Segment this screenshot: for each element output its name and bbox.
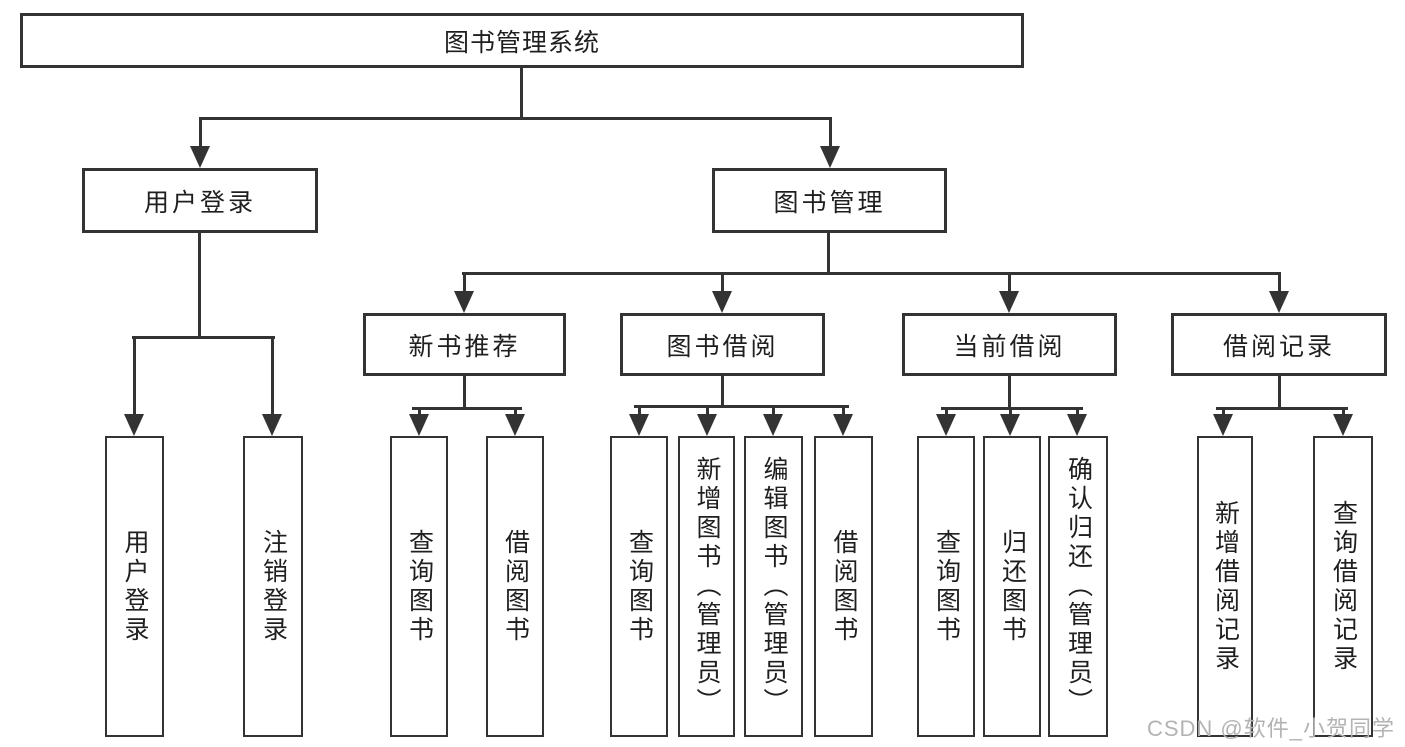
leaf-add-books-admin: 新增图书（管理员） bbox=[678, 436, 735, 737]
arrow-down-icon bbox=[629, 405, 650, 436]
arrow-down-icon bbox=[409, 407, 430, 436]
arrow-down-icon bbox=[505, 407, 526, 436]
arrow-down-icon bbox=[936, 407, 957, 436]
connector-book-borrow-stem bbox=[721, 376, 724, 407]
leaf-query-books-borrow: 查询图书 bbox=[610, 436, 668, 737]
watermark-text: CSDN @软件_小贺同学 bbox=[1146, 716, 1395, 741]
arrow-down-icon bbox=[454, 272, 475, 313]
leaf-borrow-books-recommend: 借阅图书 bbox=[486, 436, 544, 737]
arrow-down-icon bbox=[712, 272, 733, 313]
arrow-down-icon bbox=[697, 405, 718, 436]
node-book-management: 图书管理 bbox=[712, 168, 947, 233]
connector-root-bar bbox=[199, 117, 832, 120]
leaf-add-borrow-record: 新增借阅记录 bbox=[1197, 436, 1253, 737]
leaf-confirm-return-admin: 确认归还（管理员） bbox=[1048, 436, 1108, 737]
connector-book-mgmt-bar bbox=[462, 272, 1281, 275]
leaf-borrow-books: 借阅图书 bbox=[814, 436, 873, 737]
leaf-edit-books-admin: 编辑图书（管理员） bbox=[744, 436, 803, 737]
node-book-borrow: 图书借阅 bbox=[620, 313, 825, 376]
arrow-down-icon bbox=[999, 272, 1020, 313]
leaf-user-login: 用户登录 bbox=[105, 436, 164, 737]
leaf-query-books-recommend: 查询图书 bbox=[390, 436, 448, 737]
node-current-borrow: 当前借阅 bbox=[902, 313, 1117, 376]
arrow-down-icon bbox=[124, 336, 145, 436]
connector-new-book-bar bbox=[412, 407, 522, 410]
connector-borrow-records-bar bbox=[1216, 407, 1348, 410]
arrow-down-icon bbox=[820, 117, 841, 168]
arrow-down-icon bbox=[1333, 407, 1354, 436]
arrow-down-icon bbox=[262, 336, 283, 436]
node-user-login: 用户登录 bbox=[82, 168, 318, 233]
connector-root-stem bbox=[520, 68, 523, 118]
leaf-query-books-current: 查询图书 bbox=[917, 436, 975, 737]
arrow-down-icon bbox=[1067, 407, 1088, 436]
arrow-down-icon bbox=[833, 405, 854, 436]
connector-current-borrow-stem bbox=[1008, 376, 1011, 410]
connector-new-book-stem bbox=[463, 376, 466, 409]
connector-user-login-stem bbox=[198, 233, 201, 337]
connector-borrow-records-stem bbox=[1278, 376, 1281, 410]
connector-book-mgmt-stem bbox=[827, 233, 830, 275]
connector-user-login-bar bbox=[132, 336, 275, 339]
node-root: 图书管理系统 bbox=[20, 13, 1024, 68]
arrow-down-icon bbox=[763, 405, 784, 436]
node-new-book-recommend: 新书推荐 bbox=[363, 313, 566, 376]
arrow-down-icon bbox=[190, 117, 211, 168]
arrow-down-icon bbox=[1213, 407, 1234, 436]
node-borrow-records: 借阅记录 bbox=[1171, 313, 1387, 376]
arrow-down-icon bbox=[1269, 272, 1290, 313]
arrow-down-icon bbox=[1000, 407, 1021, 436]
leaf-query-borrow-record: 查询借阅记录 bbox=[1313, 436, 1373, 737]
connector-book-borrow-bar bbox=[634, 405, 849, 408]
leaf-logout: 注销登录 bbox=[243, 436, 303, 737]
leaf-return-books: 归还图书 bbox=[983, 436, 1041, 737]
connector-current-borrow-bar bbox=[941, 407, 1083, 410]
